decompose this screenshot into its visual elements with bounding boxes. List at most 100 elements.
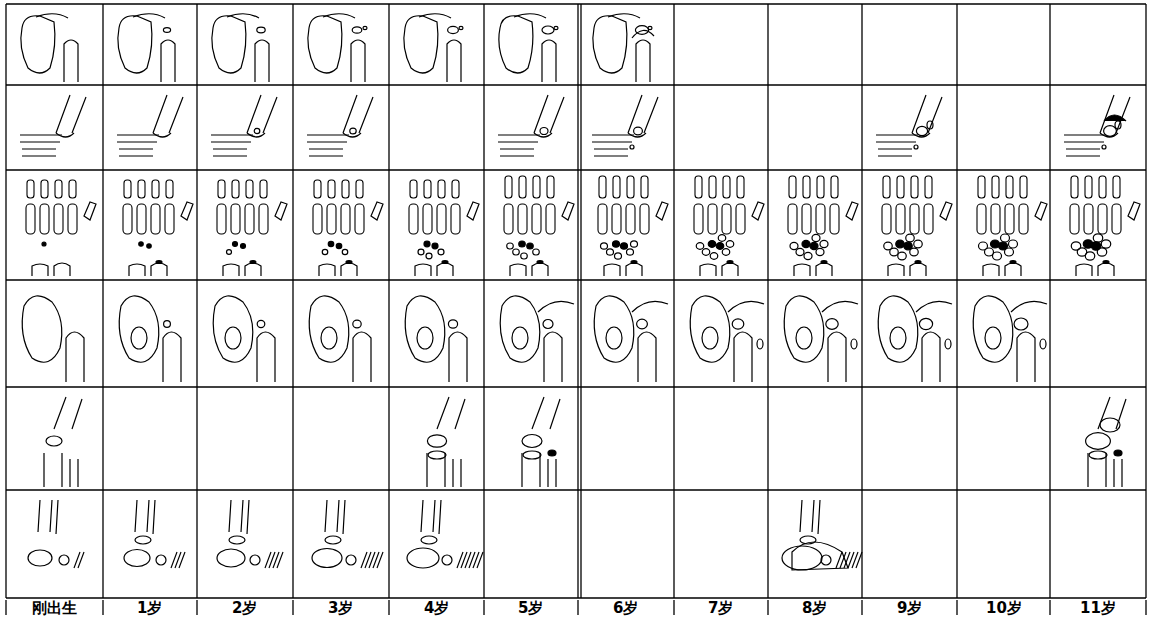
bone-outline [351, 40, 365, 82]
phalanx [599, 176, 606, 198]
metacarpal [882, 204, 891, 234]
phalanx [992, 176, 999, 198]
bone-sketch [782, 500, 862, 570]
ossification-center [519, 241, 526, 247]
bone-outline [325, 500, 345, 534]
phalanx [218, 180, 225, 198]
bone-sketch [409, 180, 479, 276]
age-label: 刚出生 [32, 599, 77, 617]
ossification-center [914, 240, 923, 248]
grid-line [6, 386, 1146, 387]
grid-line [6, 489, 1146, 490]
metacarpal [341, 204, 350, 234]
phalanx [328, 180, 335, 198]
bone-sketch [977, 176, 1047, 276]
bone-outline [371, 202, 383, 220]
bone-outline [794, 263, 832, 276]
bone-sketch [312, 500, 383, 568]
ossification-center [225, 327, 241, 349]
ossification-center [448, 320, 457, 328]
age-label: 9岁 [897, 599, 922, 617]
ossification-center [648, 26, 652, 29]
bone-outline [447, 40, 461, 82]
bone-outline [734, 332, 752, 382]
metacarpal [518, 204, 527, 234]
grid-lines [6, 4, 1146, 598]
bone-sketch [308, 14, 367, 82]
ossification-center [540, 128, 548, 135]
bone-sketch [119, 296, 181, 382]
metacarpal [504, 204, 513, 234]
ossification-center [28, 550, 52, 566]
phalanx [152, 180, 159, 198]
bone-sketch [1064, 95, 1130, 156]
grid-line [1049, 4, 1050, 598]
ossification-center [812, 234, 820, 241]
axis-tick [1145, 600, 1146, 615]
bone-outline [153, 95, 183, 133]
phalanx [627, 176, 634, 198]
bone-outline [161, 40, 175, 82]
bone-outline [449, 332, 467, 382]
phalanx [911, 176, 918, 198]
ossification-center [634, 127, 643, 135]
ossification-center [426, 253, 432, 259]
axis-tick [388, 600, 389, 615]
bone-outline [973, 296, 1013, 362]
bone-outline [21, 16, 55, 73]
ossification-center [346, 261, 352, 264]
bone-sketch [117, 95, 183, 156]
phalanx [342, 180, 349, 198]
age-label: 3岁 [328, 599, 353, 617]
ossification-center [1089, 451, 1107, 459]
metacarpal [409, 204, 418, 234]
bone-outline [227, 14, 259, 18]
phalanx [27, 180, 34, 198]
ossification-center [1104, 126, 1117, 137]
metacarpal [245, 204, 254, 234]
ossification-center [810, 242, 818, 249]
grid-line [6, 84, 1146, 85]
age-label: 11岁 [1080, 599, 1116, 617]
bone-outline [309, 296, 349, 362]
bone-outline [922, 332, 940, 382]
metacarpal [451, 204, 460, 234]
metacarpal [137, 204, 146, 234]
grid-line [5, 4, 6, 598]
metacarpal [977, 204, 986, 234]
phalanx [55, 180, 62, 198]
ossification-center [702, 249, 710, 256]
ossification-center [229, 536, 245, 544]
bone-outline [117, 135, 159, 156]
metacarpal [217, 204, 226, 234]
ossification-center [438, 249, 444, 255]
metacarpal [546, 204, 555, 234]
bone-sketch [973, 296, 1047, 382]
bone-outline [56, 95, 86, 133]
bone-outline [1098, 397, 1126, 429]
ossification-center [726, 241, 734, 248]
bone-outline [179, 552, 185, 568]
phalanx [709, 176, 716, 198]
phalanx [1006, 176, 1013, 198]
bone-outline [477, 552, 483, 568]
phalanx [138, 180, 145, 198]
phalanx [438, 180, 445, 198]
phalanx [69, 180, 76, 198]
ossification-center [1085, 252, 1095, 260]
ossification-center [353, 320, 361, 328]
phalanx [246, 180, 253, 198]
bone-outline [728, 301, 764, 312]
metacarpal [910, 204, 919, 234]
bone-sketch [28, 500, 84, 568]
ossification-center [363, 26, 367, 29]
axis-tick [102, 600, 103, 615]
ossification-center [352, 27, 362, 33]
age-label: 8岁 [802, 599, 827, 617]
ossification-center [631, 241, 638, 247]
axis-tick [577, 600, 578, 615]
ossification-center [722, 249, 730, 256]
bone-outline [211, 135, 253, 156]
bone-outline [983, 263, 1021, 276]
